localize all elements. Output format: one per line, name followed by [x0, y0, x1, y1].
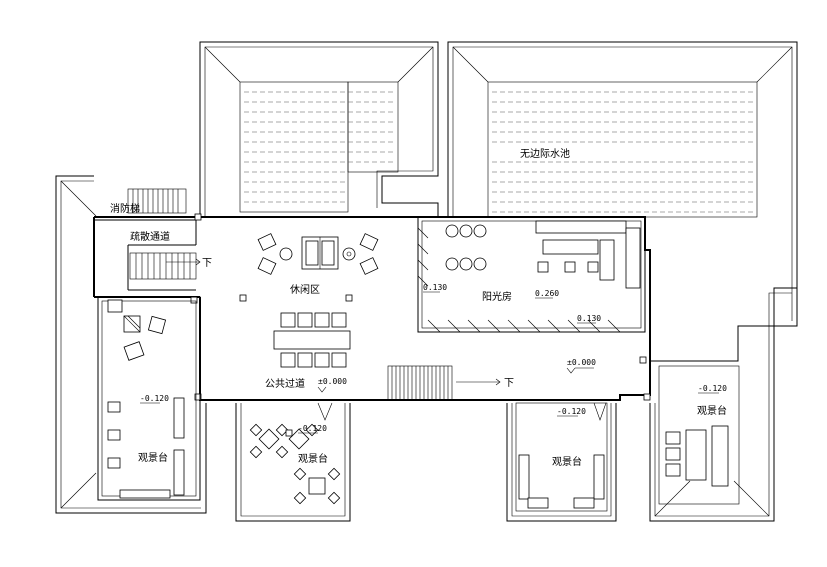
evacuation-stairs: 下 疏散通道: [129, 230, 212, 280]
west-deck: -0.120 观景台: [97, 296, 201, 501]
sunroom-elevation-left: 0.130: [423, 283, 447, 292]
center-right-deck: -0.120 观景台: [515, 402, 608, 512]
lounge-label: 休闲区: [290, 283, 320, 296]
public-passage: 公共过道 ±0.000: [265, 312, 351, 421]
sunroom-label: 阳光房: [482, 290, 512, 303]
dining-set: [293, 467, 341, 505]
center-left-deck-elevation: -0.120: [298, 424, 327, 433]
bench: [173, 397, 185, 439]
chair: [297, 312, 313, 328]
chair: [314, 312, 330, 328]
armchair: [359, 233, 379, 251]
main-floor-elevation: ±0.000: [567, 358, 596, 367]
daybed: [711, 425, 729, 487]
chair: [314, 352, 330, 368]
bench: [518, 454, 530, 500]
side-table: [279, 247, 293, 261]
center-right-deck-label: 观景台: [552, 455, 582, 468]
armchair: [123, 341, 145, 361]
chair: [280, 352, 296, 368]
chair: [331, 352, 347, 368]
center-left-deck-label: 观景台: [298, 452, 328, 465]
west-deck-label: 观景台: [138, 451, 168, 464]
bar-table: [542, 239, 599, 255]
roof-outline: [55, 41, 798, 522]
chair: [107, 299, 123, 313]
evacuation-passage-label: 疏散通道: [130, 230, 170, 243]
east-deck-label: 观景台: [697, 404, 727, 417]
long-table: [273, 330, 351, 350]
bench: [593, 454, 605, 500]
center-left-deck: -0.120 观景台: [249, 423, 341, 505]
side-table: [342, 247, 356, 261]
center-right-deck-elevation: -0.120: [557, 407, 586, 416]
daybed: [685, 429, 707, 481]
sunroom: 阳光房 0.130 0.260 0.130: [417, 216, 646, 333]
chair: [280, 312, 296, 328]
dining-set: [249, 423, 289, 459]
sunroom-elevation-mid: 0.260: [535, 289, 559, 298]
central-stairs: 下: [387, 365, 514, 401]
public-passage-label: 公共过道: [265, 377, 305, 390]
east-deck: -0.120 观景台: [658, 365, 740, 505]
column: [239, 294, 247, 302]
counter: [535, 220, 627, 234]
sofa: [625, 227, 641, 289]
pool-water-hatch: [244, 91, 753, 213]
fire-stairs: 消防梯: [110, 188, 187, 215]
column: [345, 294, 353, 302]
infinity-pool-label: 无边际水池: [520, 147, 570, 160]
bench: [173, 449, 185, 496]
central-stairs-down-label: 下: [504, 378, 514, 389]
east-deck-elevation: -0.120: [698, 384, 727, 393]
stairs-down-label: 下: [202, 258, 212, 269]
chair: [331, 312, 347, 328]
chair: [297, 352, 313, 368]
column: [639, 356, 647, 364]
west-deck-elevation: -0.120: [140, 394, 169, 403]
column: [643, 393, 651, 401]
column: [194, 393, 202, 401]
sunroom-elevation-bottom: 0.130: [577, 314, 601, 323]
armchair: [257, 233, 277, 251]
passage-elevation: ±0.000: [318, 377, 347, 386]
armchair: [257, 257, 277, 275]
armchair: [147, 315, 167, 335]
infinity-pool: 无边际水池: [239, 81, 758, 218]
bar-table: [599, 239, 615, 281]
armchair: [359, 257, 379, 275]
column: [194, 213, 202, 221]
lounge-furniture: 休闲区: [257, 233, 379, 296]
fire-stairs-label: 消防梯: [110, 202, 140, 215]
